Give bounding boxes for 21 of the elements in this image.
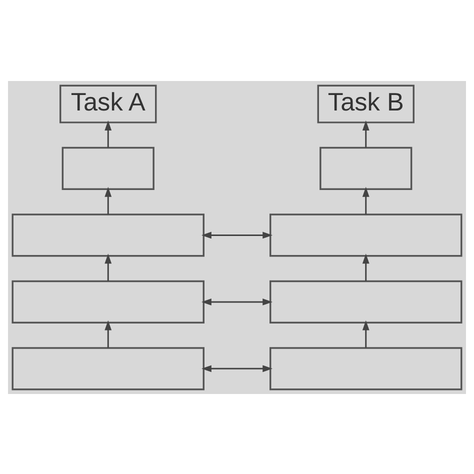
arrow bbox=[362, 120, 370, 148]
arrow bbox=[202, 231, 273, 238]
arrow bbox=[362, 320, 370, 348]
node-box bbox=[320, 146, 412, 190]
arrow bbox=[104, 120, 112, 148]
node-box: Task B bbox=[317, 84, 414, 123]
node-box bbox=[270, 280, 462, 324]
arrow bbox=[362, 253, 370, 281]
node-box bbox=[270, 213, 462, 256]
node-box bbox=[12, 213, 204, 256]
arrow bbox=[104, 320, 112, 348]
arrow bbox=[104, 186, 112, 214]
node-box bbox=[270, 346, 462, 390]
node-box bbox=[12, 346, 204, 390]
arrow bbox=[202, 364, 273, 372]
arrow bbox=[104, 253, 112, 281]
node-box bbox=[62, 146, 154, 190]
arrow bbox=[202, 298, 273, 305]
node-box bbox=[12, 280, 204, 324]
node-box: Task A bbox=[60, 84, 157, 123]
arrow bbox=[362, 186, 370, 214]
